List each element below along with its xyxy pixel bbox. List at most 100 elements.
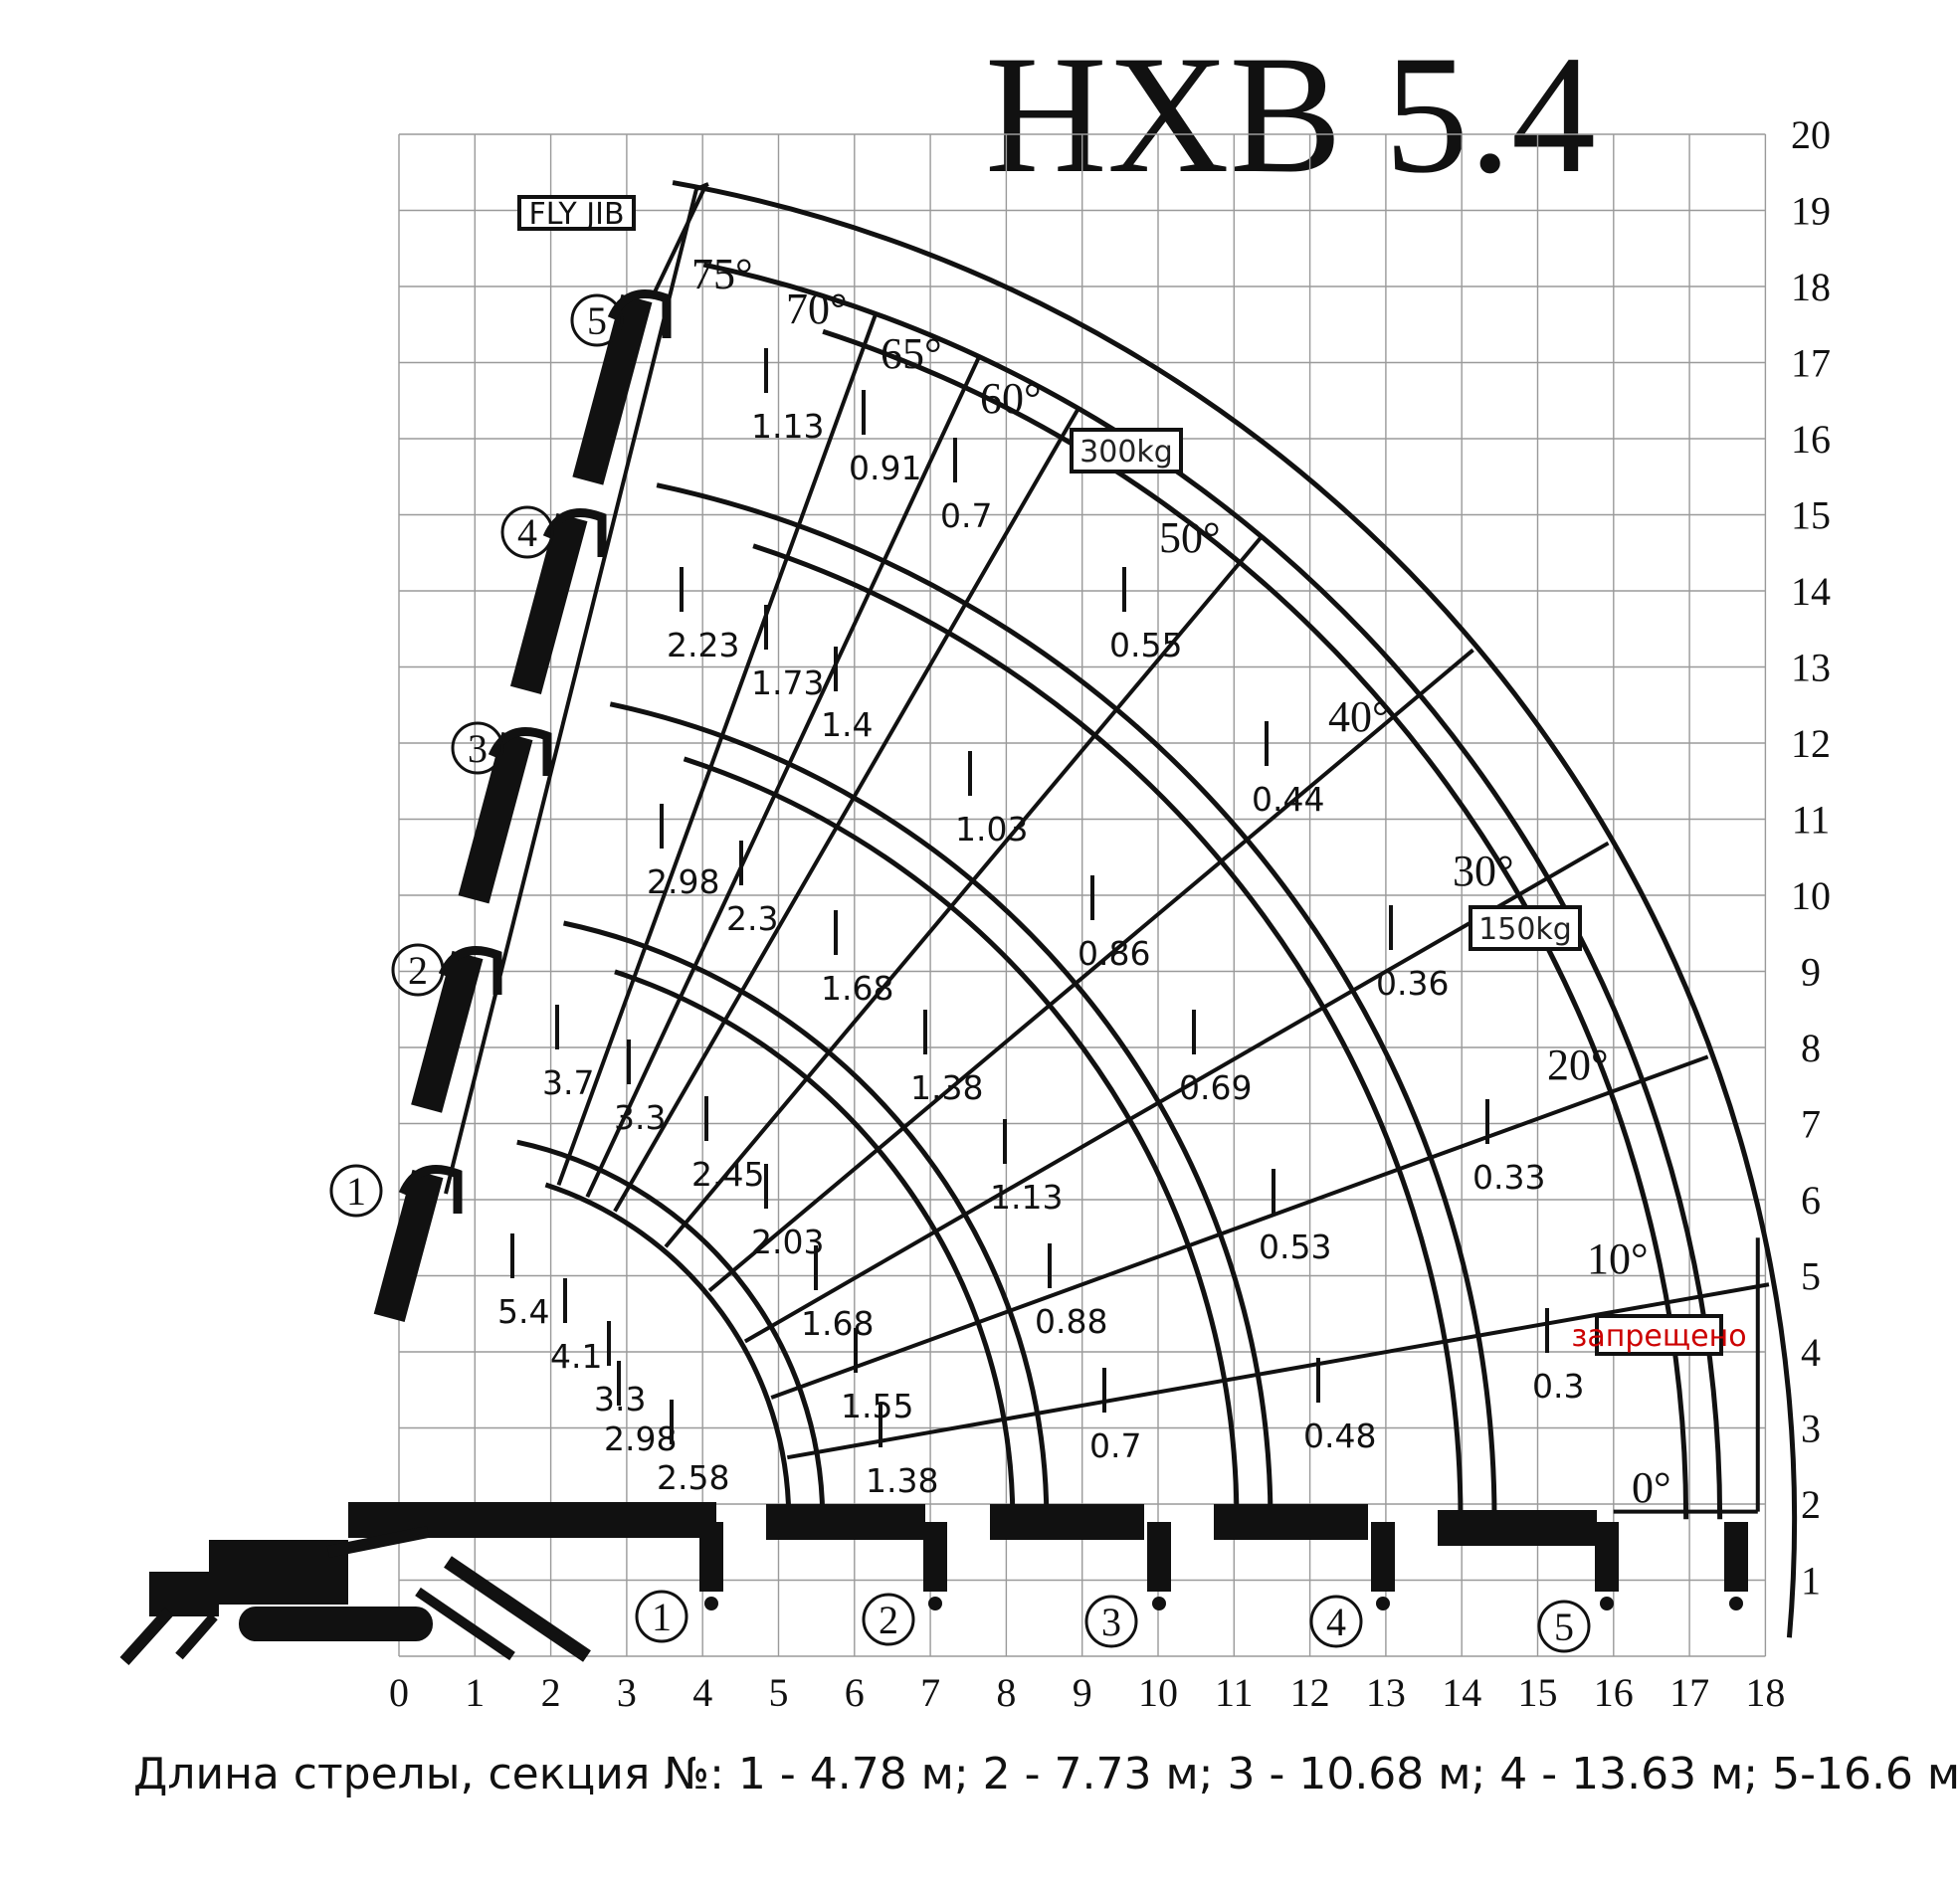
y-tick-label: 15 (1791, 493, 1831, 538)
y-tick-label: 8 (1801, 1026, 1821, 1070)
boom-length-footer: Длина стрелы, секция №: 1 - 4.78 м; 2 - … (133, 1749, 1960, 1799)
load-label: 0.88 (1035, 1302, 1107, 1341)
load-label: 0.53 (1259, 1228, 1331, 1266)
load-label: 1.38 (910, 1068, 983, 1107)
y-tick-label: 17 (1791, 341, 1831, 386)
section-circle (451, 721, 504, 775)
forbidden-badge-text: запрещено (1571, 1319, 1746, 1354)
angle-label: 20° (1547, 1041, 1609, 1089)
section-number: 1 (346, 1169, 366, 1214)
boom-hook (488, 727, 552, 776)
range-arc-outer (702, 262, 1723, 1520)
section-circle (1537, 1600, 1591, 1653)
y-tick-label: 11 (1792, 798, 1831, 843)
range-arc-outer (609, 701, 1274, 1520)
angle-label: 30° (1453, 847, 1514, 895)
x-tick-label: 4 (692, 1670, 712, 1715)
section-circle (500, 505, 554, 559)
machine-cab (149, 1572, 219, 1616)
load-label: 1.13 (751, 407, 824, 446)
load-label: 1.13 (990, 1178, 1063, 1217)
load-label: 2.98 (647, 862, 719, 901)
section-circle (1084, 1595, 1138, 1648)
machine-outrigger (444, 1556, 591, 1662)
y-tick-label: 20 (1791, 112, 1831, 157)
hook-block (1595, 1522, 1619, 1592)
x-tick-label: 3 (617, 1670, 637, 1715)
angle-label: 40° (1328, 692, 1390, 741)
hook-block (1724, 1522, 1748, 1592)
boom-section (411, 950, 484, 1113)
machine-outrigger (175, 1612, 218, 1660)
angle-ray (556, 312, 879, 1186)
load-label: 2.45 (691, 1155, 764, 1194)
y-tick-label: 13 (1791, 646, 1831, 690)
angle-label: 75° (691, 250, 753, 298)
hook-block (1371, 1522, 1395, 1592)
x-tick-label: 6 (845, 1670, 865, 1715)
boom-hook (607, 289, 672, 338)
x-tick-label: 15 (1518, 1670, 1558, 1715)
load-label: 4.1 (550, 1337, 602, 1376)
x-tick-label: 10 (1138, 1670, 1178, 1715)
y-tick-label: 16 (1791, 417, 1831, 462)
load-labels: 5.44.13.32.982.583.73.32.452.031.681.551… (497, 348, 1584, 1500)
horizontal-boom (766, 1504, 925, 1540)
angle-rays (556, 312, 1770, 1514)
load-label: 2.03 (751, 1223, 824, 1261)
y-tick-label: 12 (1791, 721, 1831, 766)
x-tick-label: 5 (769, 1670, 789, 1715)
x-tick-label: 14 (1442, 1670, 1481, 1715)
boom-section (509, 512, 588, 695)
y-tick-label: 10 (1791, 873, 1831, 918)
load-label: 3.7 (542, 1063, 594, 1102)
section-number: 4 (517, 510, 537, 555)
angle-label: 0° (1632, 1463, 1671, 1512)
range-arc-inner (614, 969, 1016, 1520)
angle-label: 65° (881, 329, 942, 378)
load-label: 0.55 (1109, 626, 1182, 664)
boom-axis-line (444, 188, 698, 1195)
load-label: 0.48 (1303, 1417, 1376, 1455)
y-tick-label: 14 (1791, 569, 1831, 614)
section-circle (635, 1590, 688, 1643)
machine-track (239, 1607, 433, 1641)
range-arc-outer (563, 920, 1050, 1520)
x-tick-label: 9 (1073, 1670, 1092, 1715)
load-label: 2.98 (604, 1419, 677, 1458)
horizontal-boom (1438, 1510, 1597, 1546)
section-circle (862, 1593, 915, 1646)
angle-ray (743, 841, 1610, 1344)
load-label: 0.44 (1252, 780, 1324, 819)
section-circle (391, 943, 445, 997)
load-label: 0.33 (1472, 1158, 1545, 1197)
hook-icon (1376, 1597, 1390, 1610)
boom-silhouettes (348, 182, 1748, 1610)
angle-label: 10° (1587, 1234, 1649, 1283)
crane-machine-icon (119, 1526, 591, 1666)
x-tick-label: 2 (541, 1670, 561, 1715)
y-tick-label: 3 (1801, 1407, 1821, 1451)
x-tick-label: 8 (996, 1670, 1016, 1715)
section-circle (329, 1164, 383, 1218)
load-label: 2.58 (657, 1458, 729, 1497)
machine-outrigger (415, 1587, 515, 1661)
hook-block (699, 1522, 723, 1592)
range-arc-inner (683, 756, 1240, 1520)
load-label: 1.55 (841, 1387, 913, 1425)
angle-ray (707, 648, 1474, 1292)
section-number: 3 (468, 726, 488, 771)
forbidden-badge-box (1595, 1314, 1723, 1356)
fly-jib-badge-box (517, 195, 636, 231)
machine-boom-base (326, 1526, 430, 1558)
machine-outrigger (119, 1607, 174, 1666)
range-arc-inner (752, 543, 1464, 1520)
angle-ray (770, 1054, 1709, 1400)
fly-jib-arc (672, 180, 1798, 1638)
hook-icon (1600, 1597, 1614, 1610)
x-tick-label: 17 (1669, 1670, 1709, 1715)
y-tick-label: 2 (1801, 1482, 1821, 1527)
load-150-badge-box (1469, 905, 1582, 951)
